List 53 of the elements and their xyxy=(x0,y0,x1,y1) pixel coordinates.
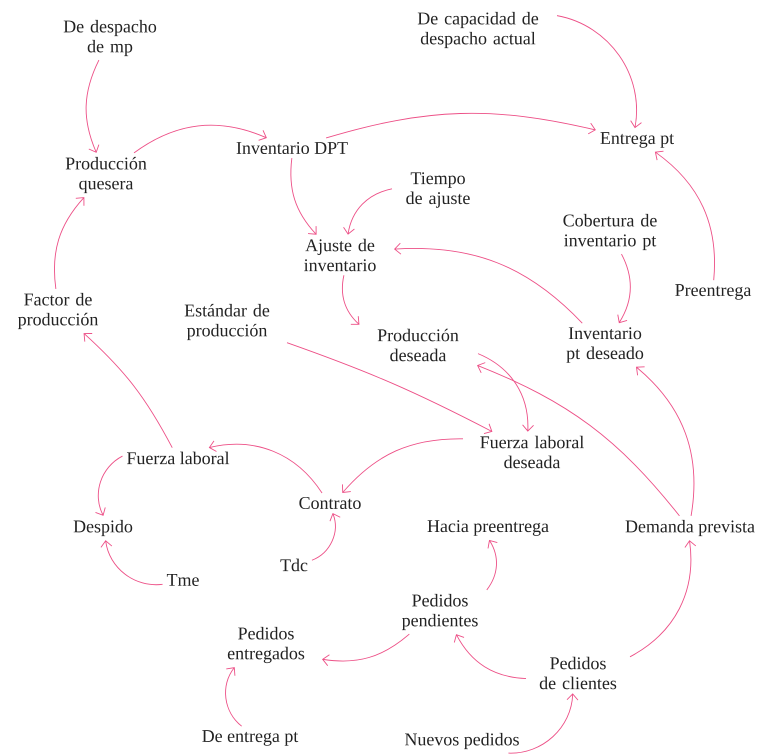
causal-arrow xyxy=(54,197,84,290)
causal-arrow xyxy=(636,366,694,516)
causal-arrow xyxy=(654,150,715,281)
causal-arrow xyxy=(225,667,242,727)
variable-label: Inventario pt deseado xyxy=(566,327,644,363)
variable-label: Hacia preentrega xyxy=(428,520,549,536)
causal-arrow xyxy=(617,254,631,324)
variable-label: Pedidos entregados xyxy=(228,626,304,664)
causal-arrow xyxy=(454,634,526,680)
variable-label: Factor de producción xyxy=(18,292,98,330)
causal-arrow xyxy=(394,242,583,324)
causal-arrow xyxy=(556,15,642,128)
variable-label: Preentrega xyxy=(675,284,752,300)
variable-label: Nuevos pedidos xyxy=(405,732,519,750)
variable-label: De despacho de mp xyxy=(64,20,156,56)
variable-label: Fuerza laboral xyxy=(127,452,230,464)
variable-label: De capacidad de despacho actual xyxy=(418,12,538,48)
causal-arrow xyxy=(322,634,410,666)
variable-label: Tiempo de ajuste xyxy=(406,172,470,208)
variable-label: Contrato xyxy=(299,496,361,510)
variable-label: Pedidos de clientes xyxy=(540,656,616,690)
causal-arrow xyxy=(208,440,322,494)
causal-arrow xyxy=(342,274,360,325)
causal-arrow xyxy=(134,124,267,154)
variable-label: Despido xyxy=(74,520,132,536)
causal-arrow xyxy=(486,540,498,590)
causal-arrow xyxy=(290,158,317,235)
causal-arrow xyxy=(100,540,164,586)
causal-arrow xyxy=(477,362,680,516)
causal-arrow xyxy=(311,513,341,561)
variable-label: Tdc xyxy=(280,558,308,572)
variable-label: Pedidos pendientes xyxy=(402,594,478,630)
variable-label: Tme xyxy=(166,574,199,586)
variable-label: Producción quesera xyxy=(66,156,147,194)
causal-arrow xyxy=(326,112,596,138)
causal-arrow xyxy=(84,333,173,448)
causal-arrow xyxy=(630,540,696,658)
causal-arrow xyxy=(478,353,534,432)
causal-arrow xyxy=(95,456,123,516)
variable-label: Entrega pt xyxy=(600,132,674,148)
causal-arrow xyxy=(342,438,464,493)
variable-label: Producción deseada xyxy=(378,328,459,362)
variable-label: Ajuste de inventario xyxy=(304,238,376,272)
variable-label: Inventario DPT xyxy=(236,142,348,154)
variable-label: Demanda prevista xyxy=(626,520,755,536)
causal-arrow xyxy=(343,188,392,235)
causal-arrow xyxy=(86,60,100,153)
variable-label: Fuerza laboral deseada xyxy=(480,436,584,468)
variable-label: Estándar de producción xyxy=(184,304,270,340)
causal-arrow xyxy=(286,342,492,434)
variable-label: De entrega pt xyxy=(202,730,298,746)
causal-arrow xyxy=(508,693,578,754)
variable-label: Cobertura de inventario pt xyxy=(563,214,657,250)
